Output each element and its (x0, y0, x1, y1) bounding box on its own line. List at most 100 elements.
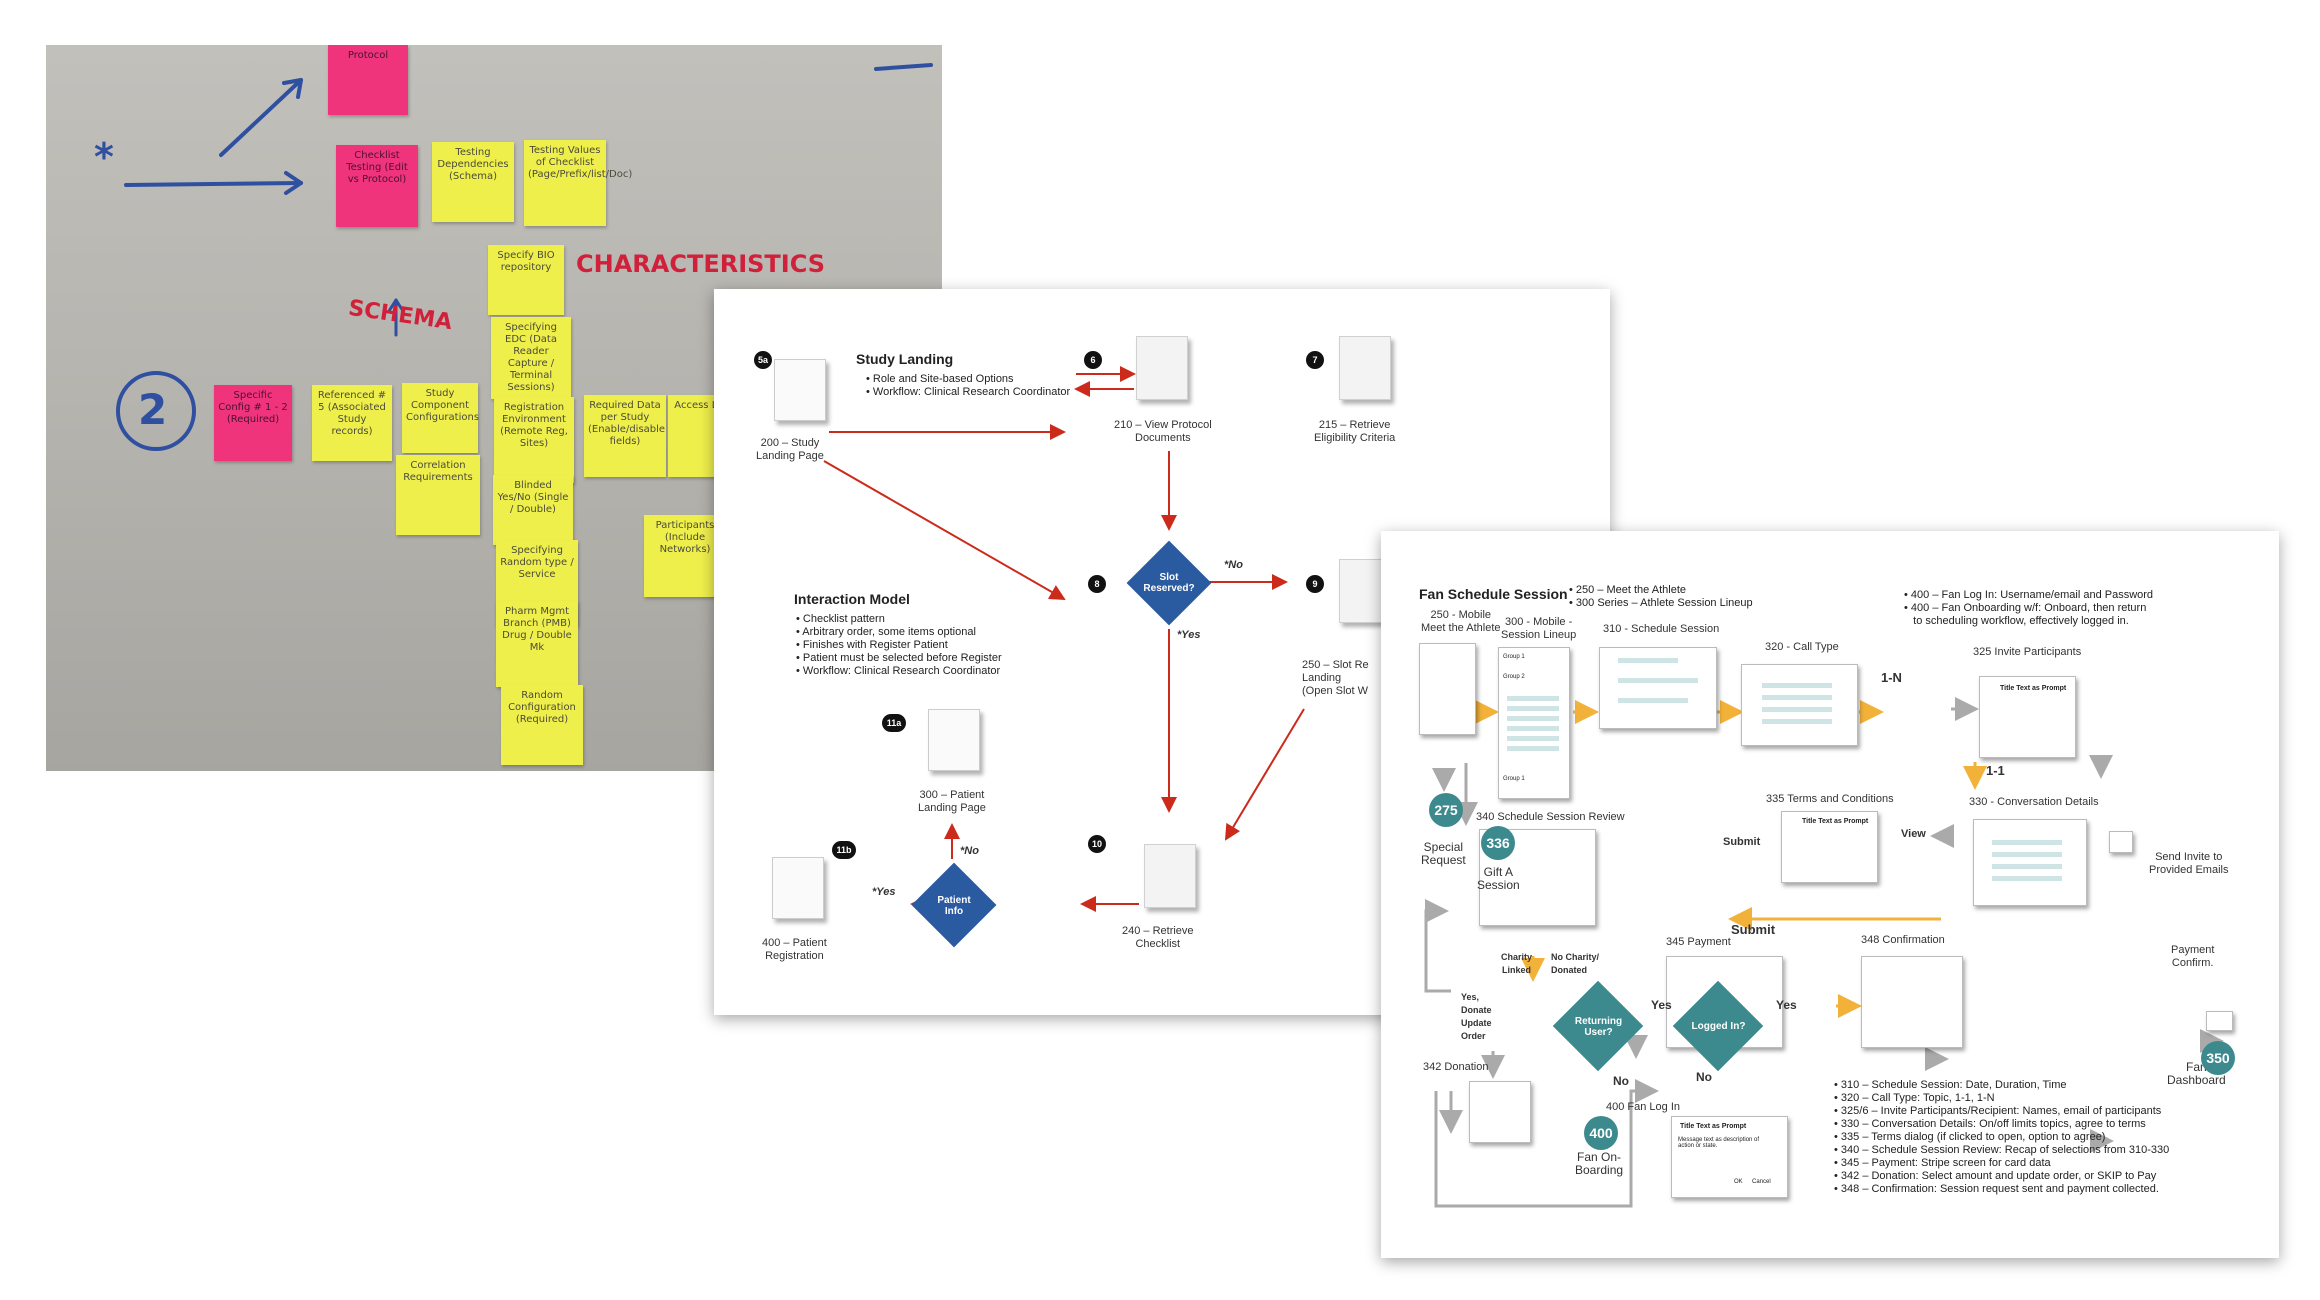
edge-yes-label: *Yes (872, 886, 896, 898)
sticky-note-yellow: Required Data per Study (Enable/disable … (584, 395, 666, 477)
lineup-row: Group 1 (1503, 654, 1525, 660)
screen-label-340: 340 Schedule Session Review (1476, 811, 1625, 823)
login-modal: Title Text as Prompt Message text as des… (1671, 1116, 1788, 1198)
edge-no-label: *No (1224, 559, 1243, 571)
no-label: No (1696, 1070, 1712, 1084)
screen-label-342: 342 Donation (1423, 1061, 1489, 1073)
study-landing-bullets: • Role and Site-based Options • Workflow… (866, 373, 1071, 398)
screen-348-mock (1861, 956, 1963, 1048)
sticky-note-yellow: Study Component Configurations (402, 383, 479, 453)
step-badge: 9 (1306, 575, 1324, 593)
step-badge: 10 (1088, 835, 1106, 853)
step-badge: 8 (1088, 575, 1106, 593)
screen-330-mock (1973, 819, 2087, 906)
step-badge: 5a (754, 351, 772, 369)
fan-schedule-diagram: Fan Schedule Session • 250 – Meet the At… (1381, 531, 2279, 1258)
sticky-note-yellow: Specify BIO repository (488, 245, 564, 315)
node-label-200: 200 – Study Landing Page (756, 437, 824, 462)
node-label-215: 215 – Retrieve Eligibility Criteria (1314, 419, 1396, 444)
charity-linked-label: Charity Linked (1501, 952, 1533, 975)
terms-modal: Title Text as Prompt (1781, 811, 1878, 883)
marker-strokes (116, 63, 933, 451)
one-n-label: 1-N (1881, 670, 1902, 685)
study-landing-title: Study Landing (856, 351, 954, 367)
lineup-row: Group 2 (1503, 674, 1525, 680)
no-charity-label: No Charity/ Donated (1551, 952, 1600, 975)
interaction-model-bullets: • Checklist pattern • Arbitrary order, s… (796, 613, 1002, 677)
logged-in-label: Logged In? (1691, 1021, 1746, 1032)
view-label: View (1901, 828, 1926, 840)
node-label-400: 400 – Patient Registration (762, 937, 827, 962)
envelope-icon (2109, 831, 2133, 853)
interaction-model-title: Interaction Model (794, 591, 910, 607)
sitemap-icon (772, 857, 824, 919)
one-one-label: 1-1 (1986, 763, 2005, 778)
yes-label: Yes (1776, 998, 1797, 1012)
yes-donate-label: Yes, Donate Update Order (1461, 992, 1492, 1041)
lineup-row: Group 1 (1503, 776, 1525, 782)
sticky-note-yellow: Registration Environment (Remote Reg, Si… (494, 397, 574, 483)
modal-cancel-button[interactable]: Cancel (1752, 1179, 1771, 1185)
document-icon (1339, 336, 1391, 400)
sitemap-icon (928, 709, 980, 771)
node-label-210: 210 – View Protocol Documents (1114, 419, 1212, 444)
node-label-240: 240 – Retrieve Checklist (1122, 925, 1194, 950)
node-label-300: 300 – Patient Landing Page (918, 789, 986, 814)
sticky-note-yellow: Pharm Mgmt Branch (PMB) Drug / Double Mk (496, 601, 578, 687)
screen-label-300: 300 - Mobile - Session Lineup (1501, 616, 1577, 641)
screen-250-mock (1419, 643, 1476, 735)
screen-label-250: 250 - Mobile Meet the Athlete (1421, 609, 1501, 634)
edge-no-label: *No (960, 845, 979, 857)
study-arrows (823, 366, 1305, 912)
special-request-label: Special Request (1421, 840, 1466, 867)
submit-label: Submit (1723, 836, 1761, 848)
sticky-note-yellow: Testing Values of Checklist (Page/Prefix… (524, 140, 632, 226)
yes-label: Yes (1651, 998, 1672, 1012)
sticky-note-yellow: Random Configuration (Required) (501, 685, 583, 765)
step-circle-336: 336 (1481, 826, 1515, 860)
slot-reserved-label: Slot Reserved? (1143, 572, 1195, 594)
screen-320-mock (1741, 664, 1858, 746)
sticky-note-yellow: Referenced # 5 (Associated Study records… (312, 385, 392, 461)
step-circle-400: 400 (1584, 1116, 1618, 1150)
document-icon (1136, 336, 1188, 400)
sticky-note-pink: Checklist Testing (Edit vs Protocol) (336, 145, 418, 227)
sitemap-icon (774, 359, 826, 421)
fan-header-bullets-1: • 250 – Meet the Athlete • 300 Series – … (1569, 584, 1753, 609)
step-badge: 11b (832, 841, 856, 859)
sticky-note-pink: Specific Config # 1 - 2 (Required) (214, 385, 292, 461)
step-circle-350: 350 (2201, 1041, 2235, 1075)
screen-label-310: 310 - Schedule Session (1603, 623, 1720, 635)
payment-confirm-mock (2206, 1011, 2233, 1031)
sticky-note-yellow: Specifying EDC (Data Reader Capture / Te… (491, 317, 571, 399)
returning-user-label: Returning User? (1574, 1016, 1623, 1038)
modal-title: Title Text as Prompt (1802, 818, 1869, 825)
fan-onboarding-label: Fan On- Boarding (1575, 1150, 1624, 1177)
invite-modal: Title Text as Prompt (1979, 676, 2076, 758)
screen-300-mock: Group 1 Group 2 Group 1 (1498, 647, 1570, 799)
step-circle-275: 275 (1429, 793, 1463, 827)
sticky-note-yellow: Testing Dependencies (Schema) (432, 142, 514, 222)
document-icon (1144, 844, 1196, 908)
no-label: No (1613, 1074, 1629, 1088)
screen-label-335: 335 Terms and Conditions (1766, 793, 1894, 805)
asterisk-mark: * (94, 135, 114, 179)
screen-label-345: 345 Payment (1666, 936, 1731, 948)
sticky-note-yellow: Blinded Yes/No (Single / Double) (493, 475, 573, 545)
screen-label-325: 325 Invite Participants (1973, 646, 2082, 658)
fan-footer-bullets: • 310 – Schedule Session: Date, Duration… (1834, 1079, 2170, 1195)
modal-title: Title Text as Prompt (1680, 1123, 1747, 1130)
send-invite-label: Send Invite to Provided Emails (2149, 851, 2229, 876)
edge-yes-label: *Yes (1177, 629, 1201, 641)
sticky-note-pink: Protocol (328, 45, 408, 115)
fan-dashboard-label: Fan Dashboard (2167, 1060, 2226, 1087)
modal-body: Message text as description of action or… (1678, 1137, 1760, 1149)
step-badge: 6 (1084, 351, 1102, 369)
fan-header-bullets-2: • 400 – Fan Log In: Username/email and P… (1904, 589, 2154, 627)
patient-info-label: Patient Info (937, 895, 971, 917)
fan-schedule-title: Fan Schedule Session (1419, 586, 1568, 602)
modal-ok-button[interactable]: OK (1734, 1179, 1743, 1185)
node-label-250: 250 – Slot Re Landing (Open Slot W (1302, 659, 1369, 697)
screen-label-320: 320 - Call Type (1765, 641, 1839, 653)
step-badge: 11a (882, 714, 906, 732)
